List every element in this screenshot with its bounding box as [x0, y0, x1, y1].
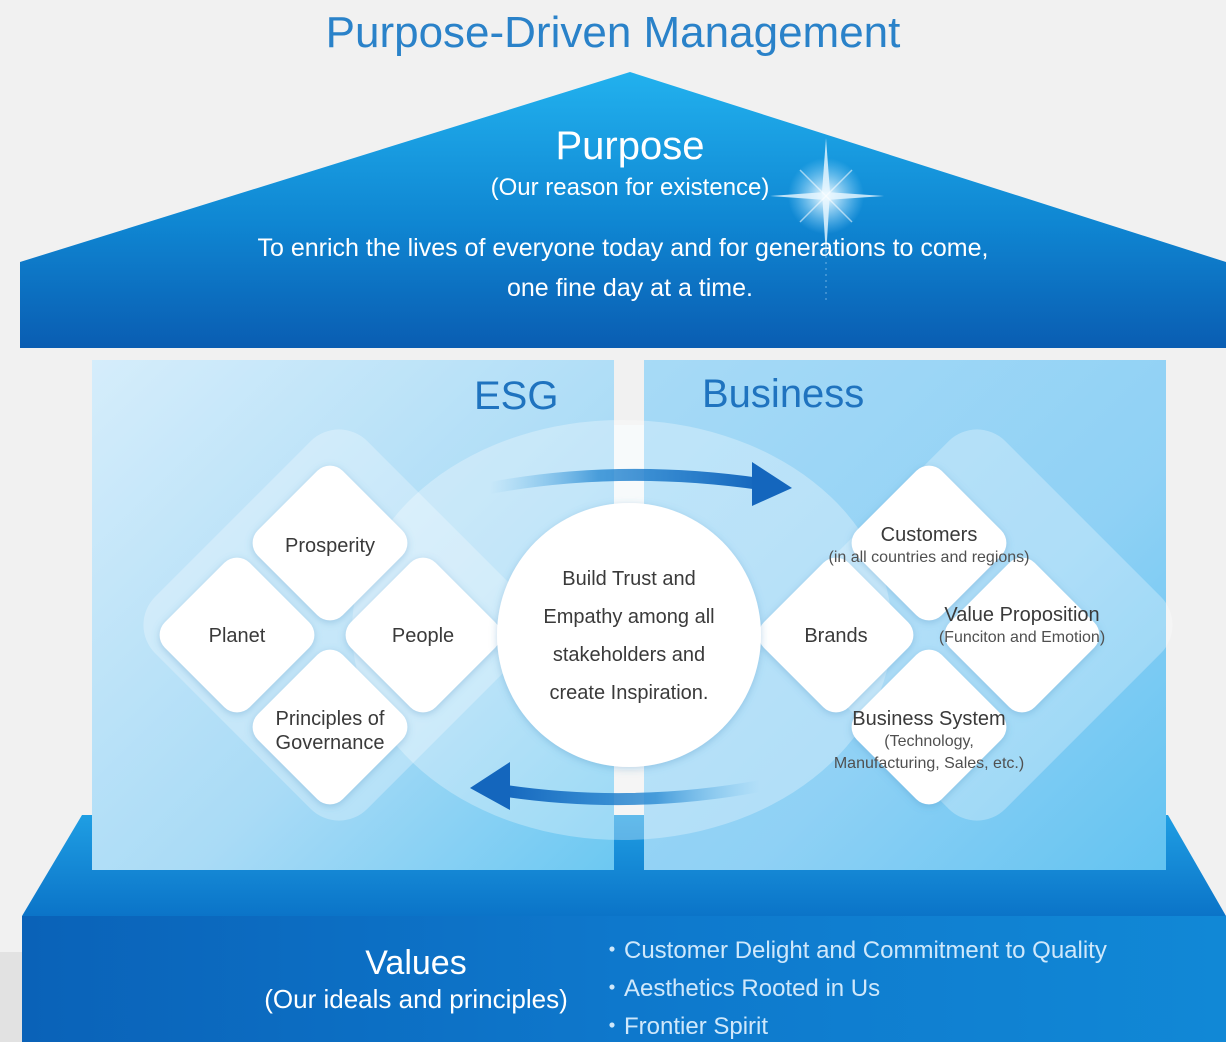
page-title: Purpose-Driven Management [325, 8, 901, 57]
governance-label-line2: Governance [275, 732, 385, 754]
customers-label: Customers (in all countries and regions) [809, 523, 1049, 569]
values-bullet-1: ・Customer Delight and Commitment to Qual… [600, 937, 1107, 964]
brands-diamond [758, 557, 914, 713]
business-label: Business [702, 372, 865, 416]
people-label: People [391, 625, 455, 647]
value-proposition-sub: (Funciton and Emotion) [938, 629, 1106, 646]
values-heading: Values [365, 944, 467, 982]
prosperity-label: Prosperity [284, 535, 376, 557]
center-circle [497, 503, 761, 767]
esg-label: ESG [474, 374, 559, 418]
purpose-statement-line2: one fine day at a time. [507, 274, 753, 302]
center-line4: create Inspiration. [549, 682, 709, 704]
governance-label-line1: Principles of [275, 708, 385, 730]
customers-diamond [851, 465, 1007, 621]
business-system-label: Business System (Technology, Manufacturi… [809, 707, 1049, 775]
planet-diamond [159, 557, 315, 713]
prosperity-diamond [252, 465, 408, 621]
customers-title: Customers [880, 524, 978, 546]
center-line2: Empathy among all [543, 606, 715, 628]
business-system-sub2: Manufacturing, Sales, etc.) [833, 755, 1025, 772]
people-diamond [345, 557, 501, 713]
center-statement: Build Trust and Empathy among all stakeh… [509, 560, 749, 712]
business-system-sub1: (Technology, [884, 733, 974, 750]
planet-label: Planet [208, 625, 266, 647]
values-subheading: (Our ideals and principles) [264, 984, 568, 1014]
purpose-statement-line1: To enrich the lives of everyone today an… [257, 234, 989, 262]
center-line3: stakeholders and [552, 644, 706, 666]
business-system-diamond [851, 649, 1007, 805]
center-line1: Build Trust and [562, 568, 696, 590]
value-proposition-title: Value Proposition [944, 604, 1100, 626]
governance-label: Principles of Governance [250, 707, 410, 755]
customers-sub: (in all countries and regions) [828, 549, 1030, 566]
governance-diamond [252, 649, 408, 805]
business-system-title: Business System [852, 708, 1006, 730]
values-bullet-3: ・Frontier Spirit [600, 1013, 769, 1040]
purpose-subheading: (Our reason for existence) [490, 174, 770, 201]
brands-label: Brands [804, 625, 868, 647]
value-proposition-label: Value Proposition (Funciton and Emotion) [912, 603, 1132, 649]
purpose-heading: Purpose [555, 124, 705, 168]
esg-outer-diamond [143, 429, 535, 821]
values-bullet-2: ・Aesthetics Rooted in Us [600, 975, 881, 1002]
values-base [22, 916, 1226, 1042]
arrow-right-icon [490, 462, 792, 506]
sparkle-star-icon [770, 138, 884, 300]
value-proposition-diamond [944, 557, 1100, 713]
purpose-roof [20, 72, 1226, 348]
arrow-left-icon [470, 762, 760, 810]
